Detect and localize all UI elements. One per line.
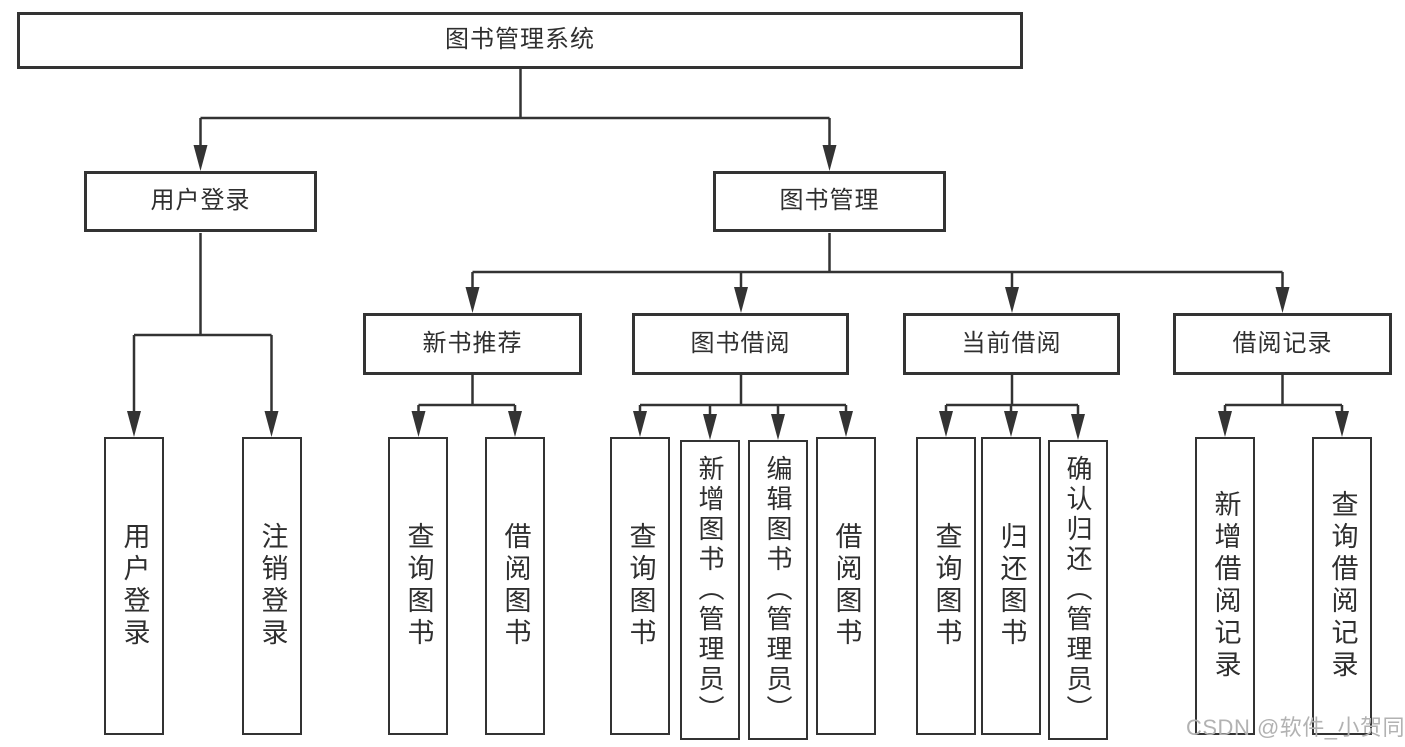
leaf-label: 查询图书 xyxy=(625,522,656,650)
leaf-label: 查询借阅记录 xyxy=(1327,490,1358,682)
leaf-label: 新增图书（管理员） xyxy=(695,455,725,725)
leaf-add-borrow-record: 新增借阅记录 xyxy=(1195,437,1255,735)
node-borrowing-records: 借阅记录 xyxy=(1173,313,1392,375)
node-new-book-recommend: 新书推荐 xyxy=(363,313,582,375)
leaf-edit-books-admin: 编辑图书（管理员） xyxy=(748,440,808,740)
arrowhead xyxy=(633,411,647,437)
connector-records-leaves xyxy=(1223,375,1344,418)
leaf-label: 查询图书 xyxy=(403,522,434,650)
arrowhead xyxy=(822,145,837,171)
arrowhead xyxy=(1218,411,1232,437)
leaf-label: 查询图书 xyxy=(931,522,962,650)
arrowhead xyxy=(703,414,717,440)
arrowhead xyxy=(1335,411,1349,437)
leaf-query-books-recommend: 查询图书 xyxy=(388,437,448,735)
leaf-label: 注销登录 xyxy=(257,522,288,650)
arrowhead xyxy=(264,411,279,437)
leaf-label: 用户登录 xyxy=(119,522,150,650)
leaf-borrow-books: 借阅图书 xyxy=(816,437,876,735)
leaf-query-books-current: 查询图书 xyxy=(916,437,976,735)
leaf-label: 确认归还（管理员） xyxy=(1063,455,1093,725)
arrowhead xyxy=(465,287,480,313)
arrowhead xyxy=(411,411,426,437)
node-book-borrowing: 图书借阅 xyxy=(632,313,849,375)
arrowhead xyxy=(1005,287,1019,313)
leaf-label: 新增借阅记录 xyxy=(1210,490,1241,682)
node-current-borrowing: 当前借阅 xyxy=(903,313,1120,375)
connector-borrow-leaves xyxy=(638,375,848,421)
arrowhead xyxy=(734,287,748,313)
leaf-label: 借阅图书 xyxy=(500,522,531,650)
leaf-query-books-borrow: 查询图书 xyxy=(610,437,670,735)
node-book-management: 图书管理 xyxy=(713,171,946,232)
node-user-login: 用户登录 xyxy=(84,171,317,232)
leaf-label: 编辑图书（管理员） xyxy=(763,455,793,725)
leaf-label: 借阅图书 xyxy=(831,522,862,650)
leaf-logout: 注销登录 xyxy=(242,437,302,735)
leaf-query-borrow-record: 查询借阅记录 xyxy=(1312,437,1372,735)
arrowhead xyxy=(193,145,208,171)
arrowhead xyxy=(771,414,785,440)
node-library-system: 图书管理系统 xyxy=(17,12,1023,69)
csdn-watermark: CSDN @软件_小贺同学 xyxy=(1186,715,1405,740)
leaf-label: 归还图书 xyxy=(996,522,1027,650)
arrowhead xyxy=(1004,411,1018,437)
leaf-borrow-books-recommend: 借阅图书 xyxy=(485,437,545,735)
arrowhead xyxy=(839,411,853,437)
arrowhead xyxy=(1071,414,1085,440)
leaf-confirm-return-admin: 确认归还（管理员） xyxy=(1048,440,1108,740)
connector-root-level2 xyxy=(199,69,831,152)
leaf-add-books-admin: 新增图书（管理员） xyxy=(680,440,740,740)
leaf-return-books: 归还图书 xyxy=(981,437,1041,735)
arrowhead xyxy=(1275,287,1290,313)
leaf-user-login: 用户登录 xyxy=(104,437,164,735)
connector-newrec-leaves xyxy=(417,375,517,418)
connector-bookmgmt-level3 xyxy=(471,233,1284,294)
arrowhead xyxy=(508,411,522,437)
connector-userlogin-leaves xyxy=(132,233,273,418)
arrowhead xyxy=(127,411,141,437)
arrowhead xyxy=(939,411,953,437)
